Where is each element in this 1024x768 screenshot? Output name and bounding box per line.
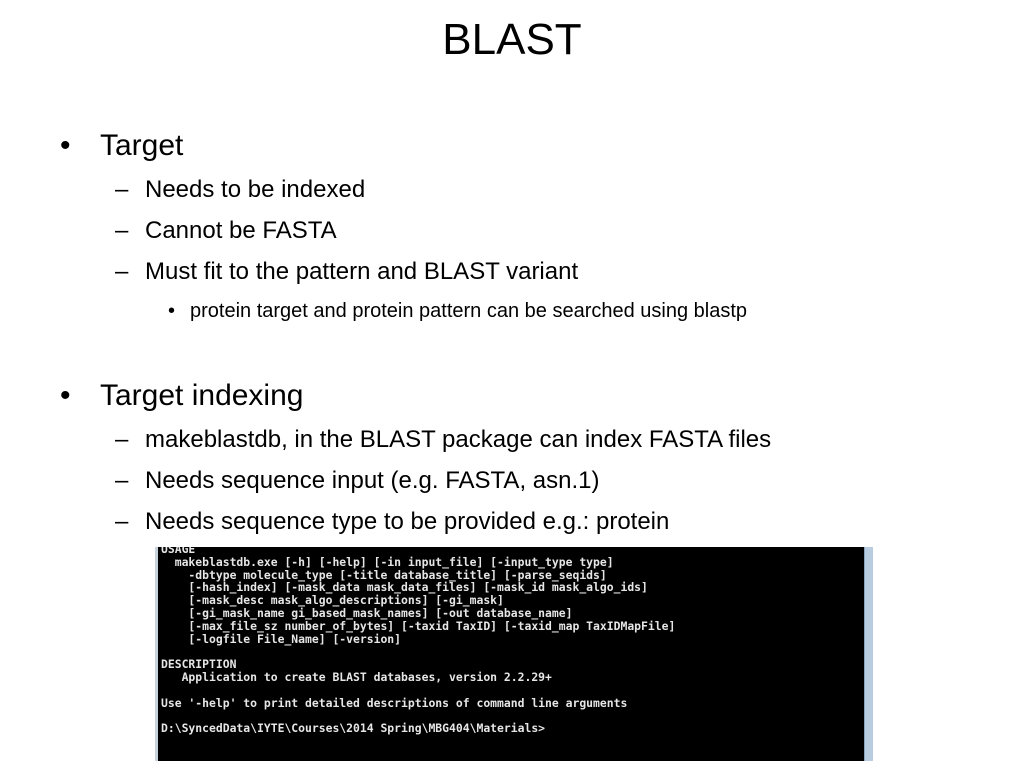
console-scrollbar[interactable] [864,547,873,761]
dash-marker: – [115,258,129,285]
sub-bullet-text: Must fit to the pattern and BLAST varian… [145,258,579,285]
console-line: -dbtype molecule_type [-title database_t… [161,567,607,582]
dash-marker: – [115,176,129,203]
bullet-text: Target indexing [100,379,304,412]
console-line: Use '-help' to print detailed descriptio… [161,695,628,710]
console-line: [-logfile File_Name] [-version] [161,631,402,646]
console-screenshot: USAGE makeblastdb.exe [-h] [-help] [-in … [155,547,873,761]
console-line: [-mask_desc mask_algo_descriptions] [-gi… [161,593,504,608]
dash-marker: – [115,426,129,453]
sub-bullet-text: makeblastdb, in the BLAST package can in… [145,426,772,453]
dash-marker: – [115,467,129,494]
sub-bullet-text: Cannot be FASTA [145,217,337,244]
sub-bullet-text: Needs sequence input (e.g. FASTA, asn.1) [145,467,600,494]
console-line: [-max_file_sz number_of_bytes] [-taxid T… [161,618,676,633]
sub-bullet-text: Needs sequence type to be provided e.g.:… [145,508,670,535]
bullet-marker: • [60,129,71,162]
sub-bullet-text: Needs to be indexed [145,176,366,203]
console-line: USAGE [161,547,196,556]
console-output: USAGE makeblastdb.exe [-h] [-help] [-in … [161,547,863,735]
console-line: Application to create BLAST databases, v… [161,669,552,684]
bullet-text: Target [100,129,184,162]
console-line: [-hash_index] [-mask_data mask_data_file… [161,580,648,595]
console-line: makeblastdb.exe [-h] [-help] [-in input_… [161,554,614,569]
console-line: D:\SyncedData\IYTE\Courses\2014 Spring\M… [161,721,546,736]
slide-title: BLAST [442,15,582,64]
dash-marker: – [115,508,129,535]
sub-sub-bullet-text: protein target and protein pattern can b… [190,300,748,322]
console-line: DESCRIPTION [161,657,237,672]
dash-marker: – [115,217,129,244]
console-line: [-gi_mask_name gi_based_mask_names] [-ou… [161,605,573,620]
bullet-marker: • [60,379,71,412]
bullet-marker: • [168,300,176,322]
